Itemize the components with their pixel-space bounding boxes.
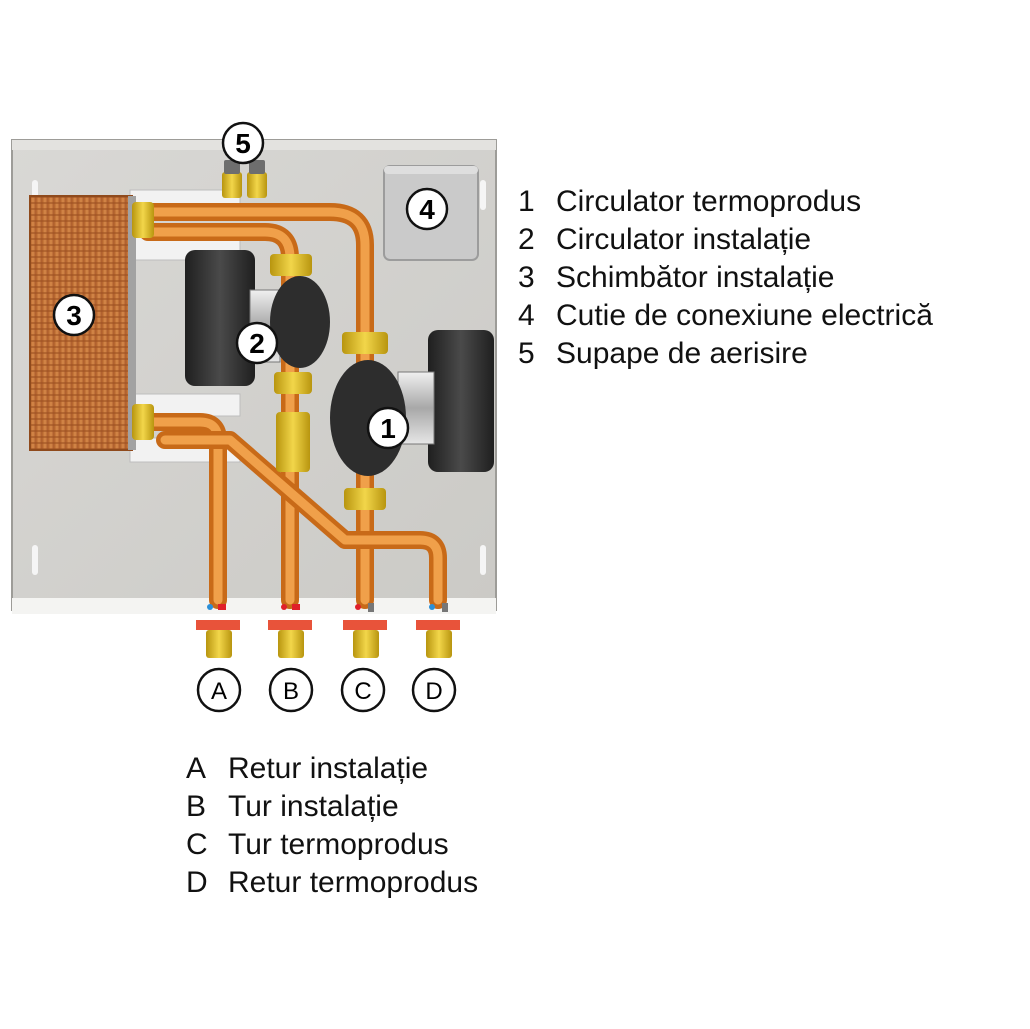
svg-text:C: C: [354, 678, 371, 705]
callout-5: 5: [221, 121, 265, 165]
air-vent-valves: [222, 160, 267, 198]
callout-3: 3: [52, 293, 96, 337]
svg-text:A: A: [211, 678, 227, 705]
svg-text:D: D: [425, 678, 442, 705]
fitting-c: [343, 603, 387, 658]
svg-text:B: B: [283, 678, 299, 705]
svg-text:2: 2: [249, 328, 265, 359]
callout-b: B: [268, 667, 314, 713]
svg-text:1: 1: [380, 413, 396, 444]
callout-d: D: [411, 667, 457, 713]
callout-1: 1: [366, 406, 410, 450]
callout-4: 4: [405, 187, 449, 231]
callout-c: C: [340, 667, 386, 713]
fitting-d: [416, 603, 460, 658]
fitting-b: [268, 604, 312, 658]
svg-text:3: 3: [66, 300, 82, 331]
callout-a: A: [196, 667, 242, 713]
connection-fittings: [196, 603, 460, 658]
svg-text:5: 5: [235, 128, 251, 159]
svg-text:4: 4: [419, 194, 435, 225]
fitting-a: [196, 604, 240, 658]
callout-2: 2: [235, 321, 279, 365]
